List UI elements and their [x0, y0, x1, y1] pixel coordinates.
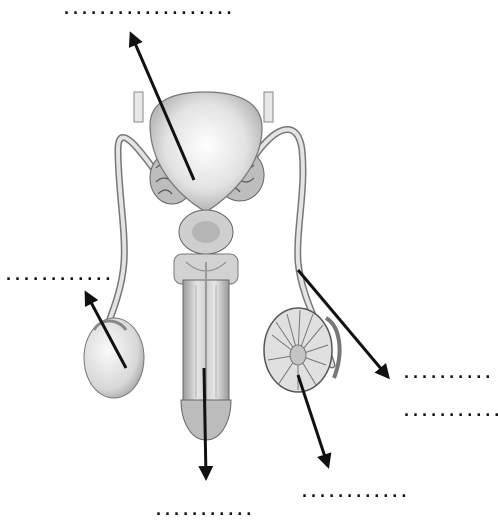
testis-left	[84, 318, 144, 398]
label-bottom-center: ...........	[154, 503, 253, 518]
label-right-upper: ..........	[402, 366, 492, 381]
testis-right-section	[264, 308, 340, 392]
label-top: ...................	[62, 2, 234, 17]
label-left: ............	[4, 268, 112, 283]
label-right-lower: .............	[402, 404, 498, 419]
arrow-bottom-center	[204, 368, 206, 478]
label-bottom-right: ............	[300, 485, 408, 500]
